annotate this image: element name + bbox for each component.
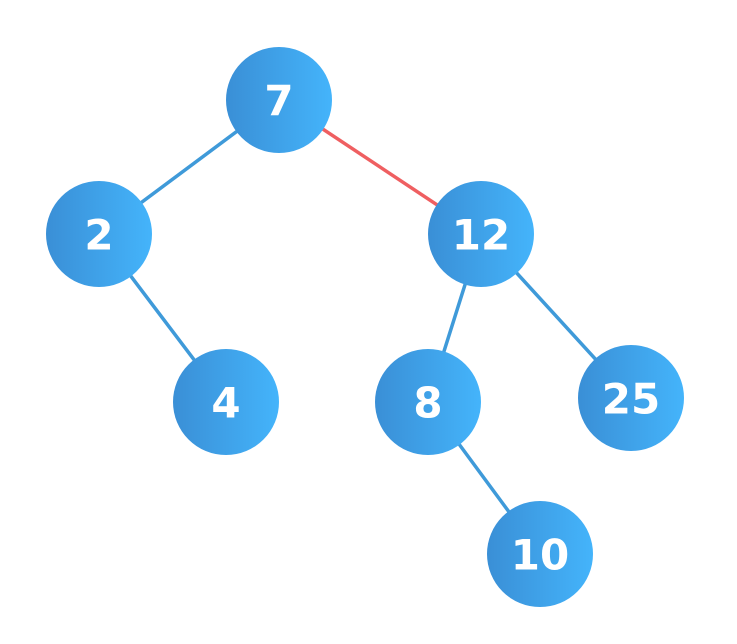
node-circle: [375, 349, 481, 455]
tree-node-7: 7: [226, 47, 332, 153]
tree-nodes: 7 2 12 4 8 25 10: [46, 47, 684, 607]
tree-node-10: 10: [487, 501, 593, 607]
node-circle: [46, 181, 152, 287]
node-circle: [487, 501, 593, 607]
tree-node-8: 8: [375, 349, 481, 455]
node-label: 2: [84, 211, 113, 260]
tree-node-4: 4: [173, 349, 279, 455]
node-circle: [578, 345, 684, 451]
tree-node-2: 2: [46, 181, 152, 287]
tree-node-25: 25: [578, 345, 684, 451]
node-label: 25: [602, 375, 660, 424]
node-circle: [428, 181, 534, 287]
node-circle: [226, 47, 332, 153]
node-label: 4: [211, 379, 240, 428]
node-label: 8: [413, 379, 442, 428]
node-circle: [173, 349, 279, 455]
node-label: 7: [264, 77, 293, 126]
node-label: 10: [511, 531, 569, 580]
tree-node-12: 12: [428, 181, 534, 287]
node-label: 12: [452, 211, 510, 260]
tree-edges: [97, 98, 633, 556]
